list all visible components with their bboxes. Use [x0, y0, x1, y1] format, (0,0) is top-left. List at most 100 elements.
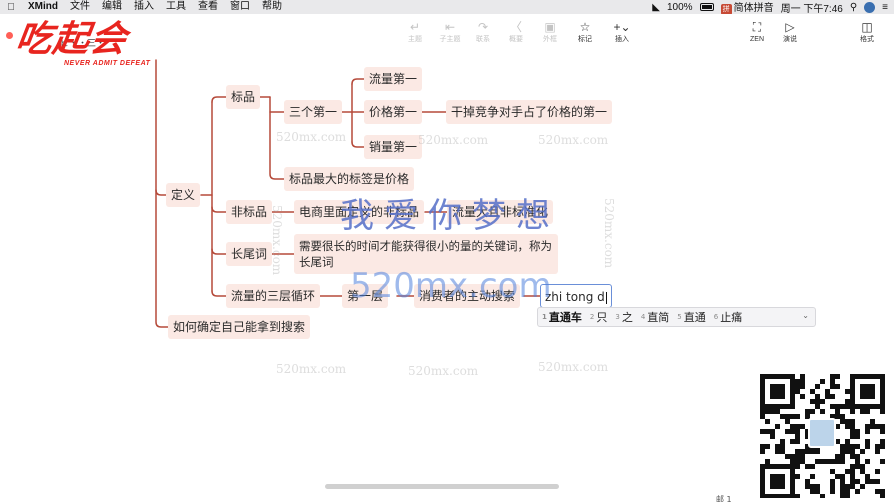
- qr-module: [855, 464, 860, 469]
- battery-icon[interactable]: [699, 3, 714, 11]
- qr-module: [810, 474, 815, 479]
- format-button[interactable]: ◫ 格式: [850, 20, 884, 50]
- qr-module: [865, 394, 870, 399]
- user-avatar-icon[interactable]: [864, 1, 876, 13]
- qr-module: [790, 389, 795, 394]
- menu-help[interactable]: 帮助: [262, 1, 282, 12]
- topic-three-firsts[interactable]: 三个第一: [284, 100, 343, 124]
- qr-module: [880, 459, 885, 464]
- topic-definition[interactable]: 定义: [166, 183, 201, 207]
- qr-module: [840, 419, 845, 424]
- watermark-text: 520mx.com: [418, 133, 489, 147]
- qr-module: [775, 474, 780, 479]
- clock[interactable]: 周一 下午7:46: [780, 3, 843, 15]
- menu-app[interactable]: XMind: [28, 1, 58, 12]
- relationship-button[interactable]: ↷ 联系: [466, 20, 500, 50]
- subtopic-button[interactable]: ⇤ 子主题: [433, 20, 467, 50]
- qr-module: [880, 494, 885, 498]
- summary-button[interactable]: 〈 概要: [499, 20, 533, 50]
- qr-module: [835, 454, 840, 459]
- subtopic-icon: ⇤: [444, 20, 456, 34]
- qr-module: [765, 494, 770, 498]
- qr-module: [775, 424, 780, 429]
- qr-module: [840, 459, 845, 464]
- window-close-button[interactable]: [6, 32, 13, 39]
- topic-standard-largest-tag[interactable]: 标品最大的标签是价格: [284, 167, 415, 191]
- topic-price-first-desc[interactable]: 干掉竞争对手占了价格的第一: [446, 100, 613, 124]
- chevron-down-icon[interactable]: ⌄: [802, 311, 809, 320]
- menu-view[interactable]: 查看: [198, 1, 218, 12]
- qr-module: [840, 494, 845, 498]
- qr-module: [795, 454, 800, 459]
- zen-button[interactable]: ⛶ ZEN: [740, 20, 774, 50]
- qr-module: [810, 449, 815, 454]
- qr-module: [840, 404, 845, 409]
- topic-sales-first[interactable]: 销量第一: [364, 135, 423, 159]
- topic-first-layer[interactable]: 第一层: [342, 284, 389, 308]
- menu-edit[interactable]: 编辑: [102, 1, 122, 12]
- qr-module: [760, 489, 765, 494]
- topic-nonstandard-product[interactable]: 非标品: [226, 200, 273, 224]
- qr-module: [800, 454, 805, 459]
- menu-window[interactable]: 窗口: [230, 1, 250, 12]
- topic-nonstandard-traffic[interactable]: 流量大且非标准化: [447, 200, 554, 224]
- qr-module: [805, 464, 810, 469]
- qr-module: [850, 449, 855, 454]
- qr-module: [805, 434, 810, 439]
- qr-module: [830, 374, 835, 379]
- qr-module: [840, 444, 845, 449]
- menu-insert[interactable]: 插入: [134, 1, 154, 12]
- qr-module: [845, 444, 850, 449]
- menu-tools[interactable]: 工具: [166, 1, 186, 12]
- qr-module: [790, 489, 795, 494]
- qr-module: [835, 424, 840, 429]
- qr-module: [760, 429, 765, 434]
- qr-module: [795, 384, 800, 389]
- menu-file[interactable]: 文件: [70, 1, 90, 12]
- topic-standard-product[interactable]: 标品: [226, 85, 261, 109]
- qr-module: [775, 464, 780, 469]
- marker-button[interactable]: ☆ 标记: [568, 20, 602, 50]
- wifi-icon[interactable]: ◣: [652, 1, 660, 13]
- qr-module: [795, 459, 800, 464]
- topic-how-to-get-search[interactable]: 如何确定自己能拿到搜索: [168, 315, 311, 339]
- topic-long-tail[interactable]: 长尾词: [226, 242, 273, 266]
- topic-consumer-active-search[interactable]: 消费者的主动搜索: [414, 284, 521, 308]
- battery-percent: 100%: [667, 1, 693, 13]
- qr-module: [855, 374, 860, 379]
- topic-traffic-first[interactable]: 流量第一: [364, 67, 423, 91]
- horizontal-scrollbar[interactable]: [325, 484, 559, 489]
- insert-button[interactable]: +⌄ 插入: [605, 20, 639, 50]
- search-icon[interactable]: ⚲: [849, 1, 858, 13]
- boundary-button[interactable]: ▣ 外框: [533, 20, 567, 50]
- control-center-icon[interactable]: ≡: [882, 1, 888, 13]
- topic-button[interactable]: ↵ 主题: [398, 20, 432, 50]
- qr-module: [860, 394, 865, 399]
- topic-nonstandard-definition[interactable]: 电商里面定义的非标品: [294, 200, 425, 224]
- qr-module: [775, 389, 780, 394]
- qr-module: [880, 489, 885, 494]
- qr-module: [815, 459, 820, 464]
- topic-long-tail-definition[interactable]: 需要很长的时间才能获得很小的量的关键词，称为长尾词: [294, 234, 558, 274]
- qr-module: [855, 489, 860, 494]
- input-method[interactable]: 拼简体拼音: [720, 0, 774, 15]
- qr-module: [795, 494, 800, 498]
- topic-editing-input[interactable]: zhi tong d: [540, 284, 612, 308]
- qr-module: [795, 429, 800, 434]
- qr-module: [850, 484, 855, 489]
- topic-traffic-three-layer-cycle[interactable]: 流量的三层循环: [226, 284, 321, 308]
- qr-module: [805, 484, 810, 489]
- topic-price-first[interactable]: 价格第一: [364, 100, 423, 124]
- qr-module: [760, 494, 765, 498]
- apple-icon[interactable]: : [0, 2, 22, 13]
- present-button[interactable]: ▷ 演说: [773, 20, 807, 50]
